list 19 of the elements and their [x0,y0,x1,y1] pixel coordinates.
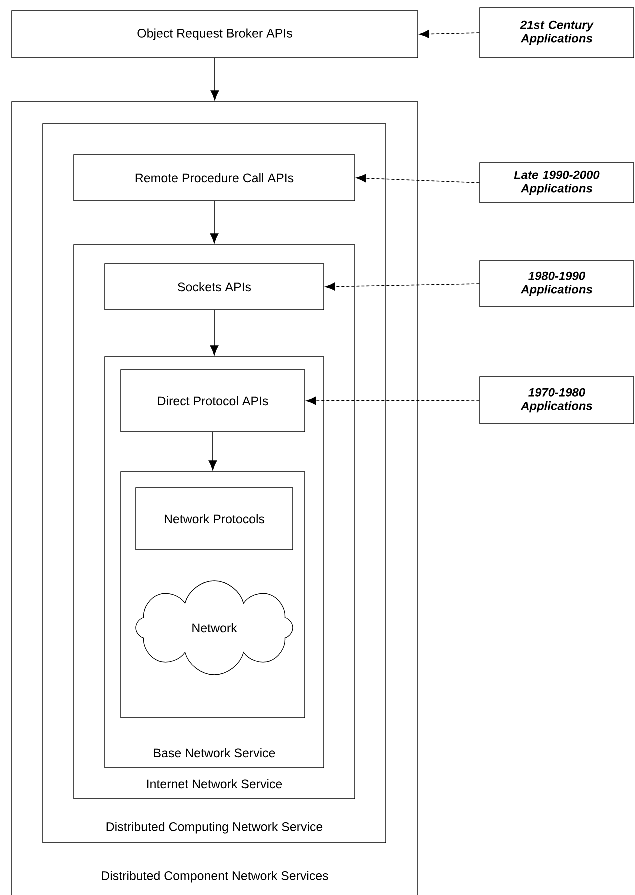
arrow [306,396,480,406]
arrow [210,200,219,244]
arrow [210,310,219,356]
application-box: Late 1990-2000 Applications [480,162,634,204]
api-box: Sockets APIs [104,264,324,310]
api-box: Direct Protocol APIs [120,370,306,432]
protocol-box: Network Protocols [136,488,294,550]
arrow [356,174,480,184]
arrow [210,58,220,101]
arrow [419,30,480,38]
arrow [325,282,480,291]
application-box: 1970-1980 Applications [480,376,634,424]
api-box: Object Request Broker APIs [12,10,418,58]
arrow [208,432,218,471]
application-box: 1980-1990 Applications [480,260,634,308]
api-box: Remote Procedure Call APIs [74,154,356,202]
container-box [120,472,306,718]
application-box: 21st Century Applications [480,8,634,58]
network-cloud: Network [136,580,294,676]
